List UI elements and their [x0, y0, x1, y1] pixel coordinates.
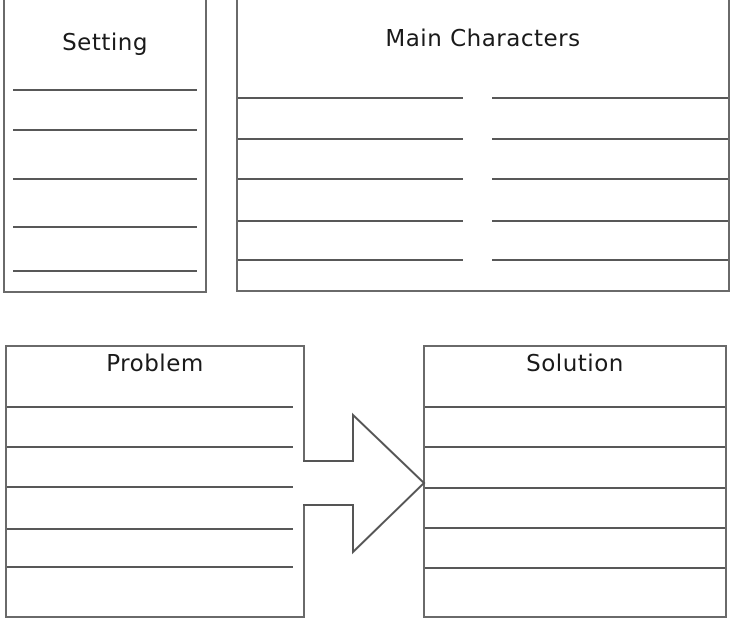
writing-line — [492, 138, 728, 140]
writing-line — [492, 259, 728, 261]
problem-title: Problem — [106, 351, 204, 377]
writing-line — [7, 528, 293, 530]
main-characters-title: Main Characters — [385, 26, 581, 52]
writing-line — [492, 178, 728, 180]
writing-line — [238, 97, 463, 99]
writing-line — [425, 487, 725, 489]
writing-line — [13, 270, 197, 272]
writing-line — [13, 89, 197, 91]
writing-line — [7, 566, 293, 568]
problem-box: Problem — [5, 345, 305, 618]
main-characters-box: Main Characters — [236, 0, 730, 292]
writing-line — [13, 178, 197, 180]
writing-line — [13, 226, 197, 228]
writing-line — [425, 406, 725, 408]
writing-line — [7, 406, 293, 408]
writing-line — [13, 129, 197, 131]
solution-box: Solution — [423, 345, 727, 618]
writing-line — [238, 178, 463, 180]
writing-line — [238, 259, 463, 261]
writing-line — [238, 220, 463, 222]
writing-line — [238, 138, 463, 140]
writing-line — [492, 97, 728, 99]
writing-line — [425, 446, 725, 448]
writing-line — [7, 486, 293, 488]
setting-title: Setting — [62, 30, 148, 56]
solution-title: Solution — [526, 351, 624, 377]
writing-line — [425, 567, 725, 569]
writing-line — [492, 220, 728, 222]
writing-line — [7, 446, 293, 448]
setting-box: Setting — [3, 0, 207, 293]
writing-line — [425, 527, 725, 529]
